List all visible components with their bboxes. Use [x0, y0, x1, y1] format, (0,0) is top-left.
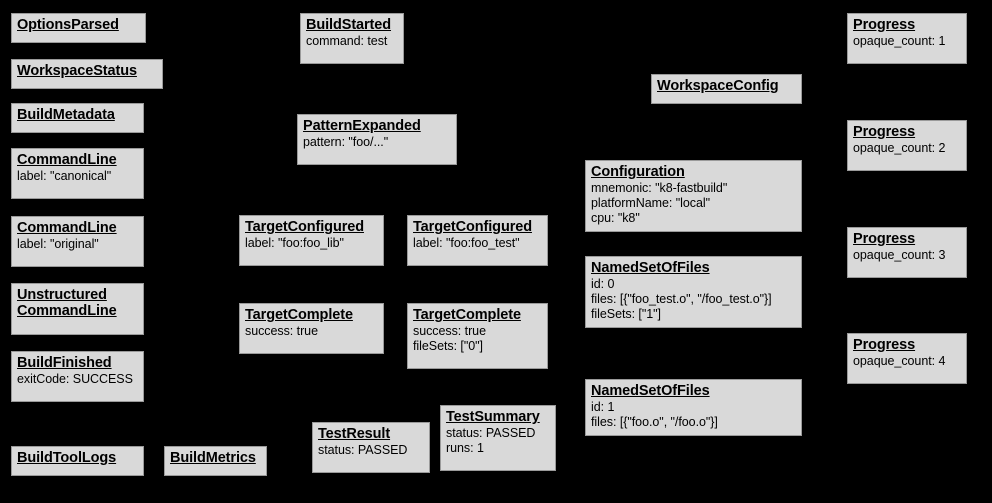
node-workspace-status[interactable]: WorkspaceStatus [11, 59, 163, 89]
node-fields: label: "canonical" [17, 169, 138, 184]
node-field: success: true [245, 324, 318, 338]
node-field: opaque_count: 1 [853, 34, 946, 48]
node-field: label: "original" [17, 237, 99, 251]
node-title: Unstructured CommandLine [17, 287, 117, 319]
node-title: CommandLine [17, 220, 117, 236]
node-title: Progress [853, 17, 916, 33]
node-field: label: "foo:foo_test" [413, 236, 520, 250]
node-workspace-config[interactable]: WorkspaceConfig [651, 74, 802, 104]
node-field: runs: 1 [446, 441, 484, 455]
node-field: id: 1 [591, 400, 615, 414]
node-title: PatternExpanded [303, 118, 421, 134]
node-title: OptionsParsed [17, 17, 119, 33]
node-field: command: test [306, 34, 388, 48]
node-fields: success: true [245, 324, 378, 339]
node-title: TargetComplete [245, 307, 353, 323]
node-field: label: "foo:foo_lib" [245, 236, 344, 250]
node-title: Progress [853, 337, 916, 353]
node-fields: opaque_count: 1 [853, 34, 961, 49]
node-field: id: 0 [591, 277, 615, 291]
node-field: success: true [413, 324, 486, 338]
node-title: TargetComplete [413, 307, 521, 323]
node-fields: exitCode: SUCCESS [17, 372, 138, 387]
node-title: BuildMetrics [170, 450, 256, 466]
node-title: Configuration [591, 164, 685, 180]
node-title: BuildMetadata [17, 107, 115, 123]
node-field: mnemonic: "k8-fastbuild" [591, 181, 728, 195]
node-title: TargetConfigured [413, 219, 532, 235]
node-build-tool-logs[interactable]: BuildToolLogs [11, 446, 144, 476]
node-title: Progress [853, 124, 916, 140]
node-field: exitCode: SUCCESS [17, 372, 133, 386]
node-title: TargetConfigured [245, 219, 364, 235]
node-field: files: [{"foo.o", "/foo.o"}] [591, 415, 718, 429]
node-field: status: PASSED [446, 426, 536, 440]
node-field: pattern: "foo/..." [303, 135, 389, 149]
node-field: opaque_count: 3 [853, 248, 946, 262]
node-unstructured-command-line[interactable]: Unstructured CommandLine [11, 283, 144, 335]
node-title: CommandLine [17, 152, 117, 168]
node-field: fileSets: ["1"] [591, 307, 661, 321]
node-fields: pattern: "foo/..." [303, 135, 451, 150]
node-title: NamedSetOfFiles [591, 260, 710, 276]
node-title: WorkspaceStatus [17, 63, 137, 79]
node-build-metadata[interactable]: BuildMetadata [11, 103, 144, 133]
node-fields: label: "foo:foo_test" [413, 236, 542, 251]
node-fields: mnemonic: "k8-fastbuild"platformName: "l… [591, 181, 796, 226]
node-title: TestSummary [446, 409, 540, 425]
node-title: BuildToolLogs [17, 450, 117, 466]
node-title: WorkspaceConfig [657, 78, 779, 94]
node-fields: opaque_count: 4 [853, 354, 961, 369]
node-field: opaque_count: 4 [853, 354, 946, 368]
node-title: NamedSetOfFiles [591, 383, 710, 399]
node-title: BuildStarted [306, 17, 392, 33]
node-fields: label: "original" [17, 237, 138, 252]
node-title: Progress [853, 231, 916, 247]
node-fields: status: PASSED [318, 443, 424, 458]
node-field: platformName: "local" [591, 196, 710, 210]
node-field: status: PASSED [318, 443, 408, 457]
node-fields: opaque_count: 2 [853, 141, 961, 156]
node-options-parsed[interactable]: OptionsParsed [11, 13, 146, 43]
node-fields: label: "foo:foo_lib" [245, 236, 378, 251]
node-title: BuildFinished [17, 355, 112, 371]
node-build-metrics[interactable]: BuildMetrics [164, 446, 267, 476]
node-field: files: [{"foo_test.o", "/foo_test.o"}] [591, 292, 772, 306]
node-title: TestResult [318, 426, 391, 442]
node-fields: command: test [306, 34, 398, 49]
node-field: cpu: "k8" [591, 211, 640, 225]
node-field: opaque_count: 2 [853, 141, 946, 155]
node-field: label: "canonical" [17, 169, 112, 183]
node-field: fileSets: ["0"] [413, 339, 483, 353]
node-fields: opaque_count: 3 [853, 248, 961, 263]
